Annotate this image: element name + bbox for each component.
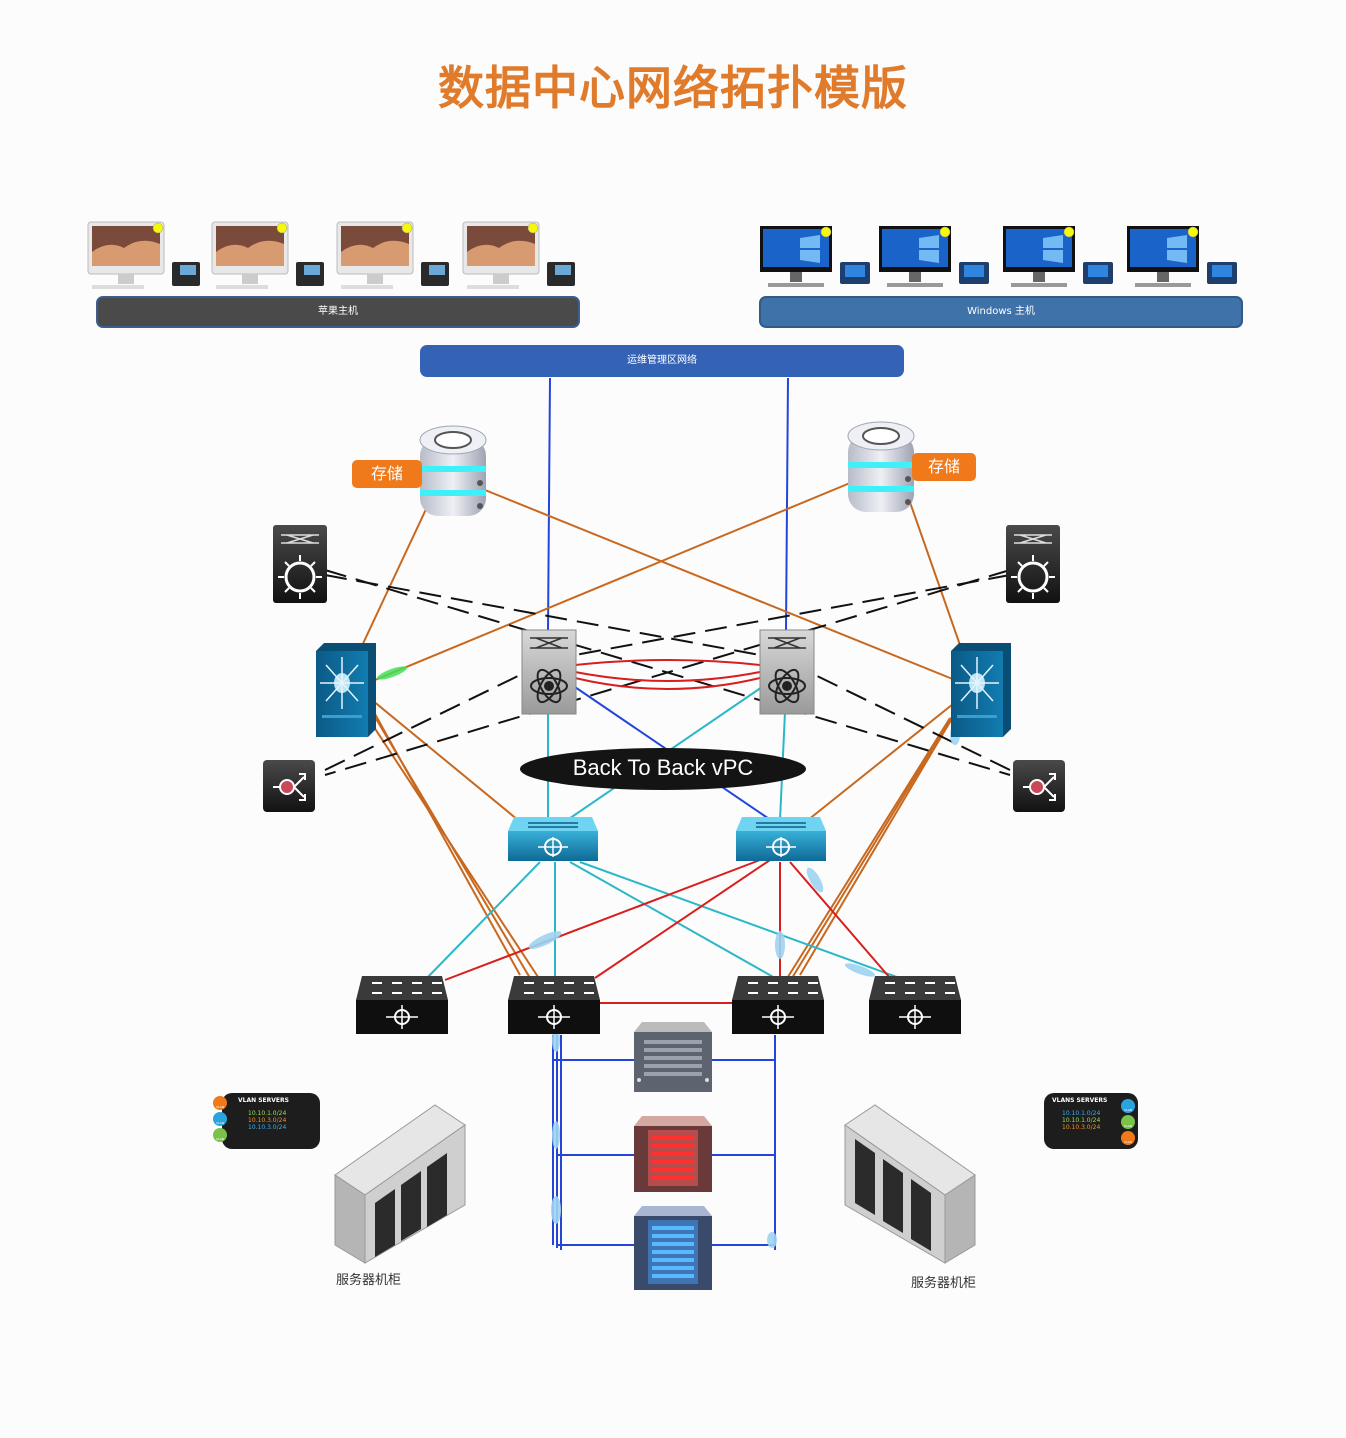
windows-workstation-icon bbox=[1003, 226, 1113, 287]
link-ops-right bbox=[785, 377, 789, 631]
windows-workstation-icon bbox=[760, 226, 870, 287]
storage-left-icon bbox=[419, 425, 487, 516]
leaf-switch-icon bbox=[732, 976, 824, 1034]
windows-hosts-label: Windows 主机 bbox=[967, 306, 1035, 317]
imac-workstation-icon bbox=[462, 221, 575, 289]
ip-phone-icon bbox=[547, 262, 575, 286]
leaf-switch-icon bbox=[869, 976, 961, 1034]
ip-phone-icon bbox=[421, 262, 449, 286]
apple-hosts-label: 苹果主机 bbox=[318, 306, 358, 317]
imac-workstation-icon bbox=[336, 221, 449, 289]
storage-left-tag: 存储 bbox=[352, 460, 422, 488]
storage-right-tag: 存储 bbox=[912, 453, 976, 481]
link-storage-l-nexus bbox=[359, 489, 436, 651]
vlan-badge: VLAN bbox=[1123, 1108, 1133, 1112]
ops-network-bar: 运维管理区网络 bbox=[420, 345, 904, 377]
spine-left-icon bbox=[521, 629, 577, 715]
nexus-left-icon bbox=[316, 643, 376, 737]
apple-hosts-bar: 苹果主机 bbox=[96, 296, 580, 328]
windows-workstation-icon bbox=[1127, 226, 1237, 287]
vlan-card-right bbox=[1044, 1093, 1138, 1149]
link-ops-left bbox=[547, 377, 551, 631]
imac-workstation-icon bbox=[87, 221, 200, 289]
link-storage-l-cross bbox=[479, 487, 961, 683]
rack-right-label: 服务器机柜 bbox=[911, 1276, 977, 1291]
imac-workstation-icon bbox=[211, 221, 324, 289]
windows-hosts-bar: Windows 主机 bbox=[759, 296, 1243, 328]
storage-right-icon bbox=[847, 421, 915, 512]
blade-server-grey-icon bbox=[634, 1022, 712, 1092]
vlan-badge: VLAN bbox=[215, 1121, 225, 1125]
ip-phone-icon bbox=[1207, 262, 1237, 284]
nexus-right-icon bbox=[951, 643, 1011, 737]
blade-server-red-icon bbox=[634, 1116, 712, 1192]
vlan-left-title: VLAN SERVERS bbox=[238, 1097, 289, 1104]
vlan-right-badges: VLAN VLAN VLAN bbox=[1120, 1102, 1136, 1150]
blade-server-blue-icon bbox=[634, 1206, 712, 1290]
leaf-switch-icon bbox=[356, 976, 448, 1034]
link-storage-r-cross bbox=[374, 482, 851, 681]
link-storage-r-nexus bbox=[904, 487, 961, 646]
fabric-extender-right-icon bbox=[1013, 760, 1065, 812]
ip-phone-icon bbox=[1083, 262, 1113, 284]
page-title: 数据中心网络拓扑模版 bbox=[438, 61, 908, 115]
vlan-badge: VLAN bbox=[215, 1137, 225, 1141]
vlan-right-entry-2: 10.10.1.0/24 bbox=[1062, 1117, 1101, 1124]
vlan-left-badges: VLAN VLAN VLAN bbox=[212, 1099, 228, 1147]
distribution-switch-left-icon bbox=[508, 817, 598, 861]
windows-workstation-icon bbox=[879, 226, 989, 287]
vpc-label: Back To Back vPC bbox=[520, 748, 806, 790]
ip-phone-icon bbox=[959, 262, 989, 284]
server-rack-left-icon bbox=[334, 1104, 466, 1264]
vlan-left-entry-3: 10.10.3.0/24 bbox=[248, 1124, 287, 1131]
vlan-badge: VLAN bbox=[1123, 1124, 1133, 1128]
vlan-right-entry-1: 10.10.1.0/24 bbox=[1062, 1110, 1101, 1117]
vlan-badge: VLAN bbox=[1123, 1140, 1133, 1144]
links bbox=[324, 377, 1011, 1250]
vlan-left-entry-2: 10.10.3.0/24 bbox=[248, 1117, 287, 1124]
ip-phone-icon bbox=[840, 262, 870, 284]
vlan-badge: VLAN bbox=[215, 1105, 225, 1109]
spine-right-icon bbox=[759, 629, 815, 715]
rack-left-label: 服务器机柜 bbox=[336, 1273, 402, 1288]
ops-network-label: 运维管理区网络 bbox=[627, 355, 697, 366]
server-rack-right-icon bbox=[844, 1104, 976, 1264]
vlan-card-left bbox=[213, 1093, 320, 1149]
vlan-right-entry-3: 10.10.3.0/24 bbox=[1062, 1124, 1101, 1131]
ip-phone-icon bbox=[172, 262, 200, 286]
vlan-left-text: VLAN SERVERS 10.10.1.0/24 10.10.3.0/24 1… bbox=[238, 1097, 316, 1131]
core-switch-left-icon bbox=[273, 525, 327, 603]
vlan-right-text: VLANS SERVERS 10.10.1.0/24 10.10.1.0/24 … bbox=[1052, 1097, 1128, 1131]
vlan-left-entry-1: 10.10.1.0/24 bbox=[248, 1110, 287, 1117]
distribution-switch-right-icon bbox=[736, 817, 826, 861]
ip-phone-icon bbox=[296, 262, 324, 286]
vlan-right-title: VLANS SERVERS bbox=[1052, 1097, 1108, 1104]
leaf-switch-icon bbox=[508, 976, 600, 1034]
fabric-extender-left-icon bbox=[263, 760, 315, 812]
core-switch-right-icon bbox=[1006, 525, 1060, 603]
